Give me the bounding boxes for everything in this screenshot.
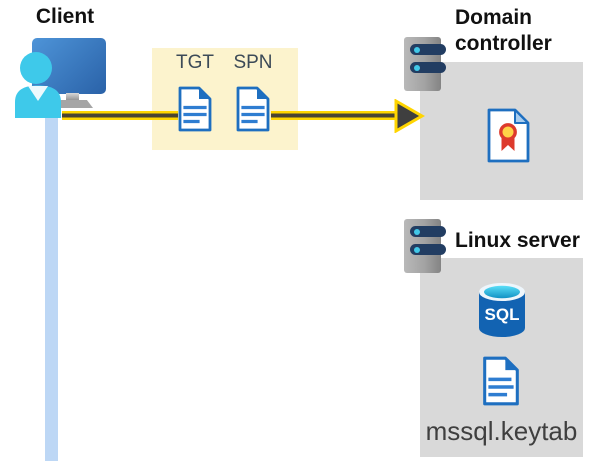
linux-server-icon bbox=[404, 219, 446, 273]
server-led-dot bbox=[414, 228, 420, 235]
domain-controller-title: Domain controller bbox=[455, 6, 552, 55]
tgt-document-icon bbox=[178, 86, 212, 132]
spn-document-icon bbox=[236, 86, 270, 132]
client-connection-line bbox=[45, 99, 58, 461]
sql-icon-label: SQL bbox=[485, 305, 520, 324]
server-led-dot bbox=[414, 46, 420, 53]
server-led-dot bbox=[414, 64, 420, 71]
monitor-stand-neck bbox=[66, 93, 79, 101]
tgt-label: TGT bbox=[176, 52, 214, 73]
server-drive-bar bbox=[410, 44, 446, 55]
keytab-filename: mssql.keytab bbox=[425, 416, 578, 446]
linux-server-title: Linux server bbox=[455, 229, 580, 252]
arrowhead-icon bbox=[394, 99, 425, 133]
ticket-box bbox=[152, 48, 298, 150]
monitor-stand-base bbox=[55, 100, 93, 108]
client-title: Client bbox=[35, 5, 95, 28]
auth-arrow-segment bbox=[271, 111, 398, 120]
server-drive-bar bbox=[410, 226, 446, 237]
person-icon bbox=[15, 52, 61, 118]
server-drive-bar bbox=[410, 244, 446, 255]
server-drive-bar bbox=[410, 62, 446, 73]
sql-database-icon: SQL bbox=[479, 283, 525, 337]
keytab-document-icon bbox=[483, 356, 519, 406]
spn-label: SPN bbox=[233, 52, 273, 73]
server-led-dot bbox=[414, 246, 420, 253]
certificate-icon bbox=[487, 108, 530, 163]
domain-controller-server-icon bbox=[404, 37, 446, 91]
auth-arrow-segment bbox=[62, 111, 178, 120]
